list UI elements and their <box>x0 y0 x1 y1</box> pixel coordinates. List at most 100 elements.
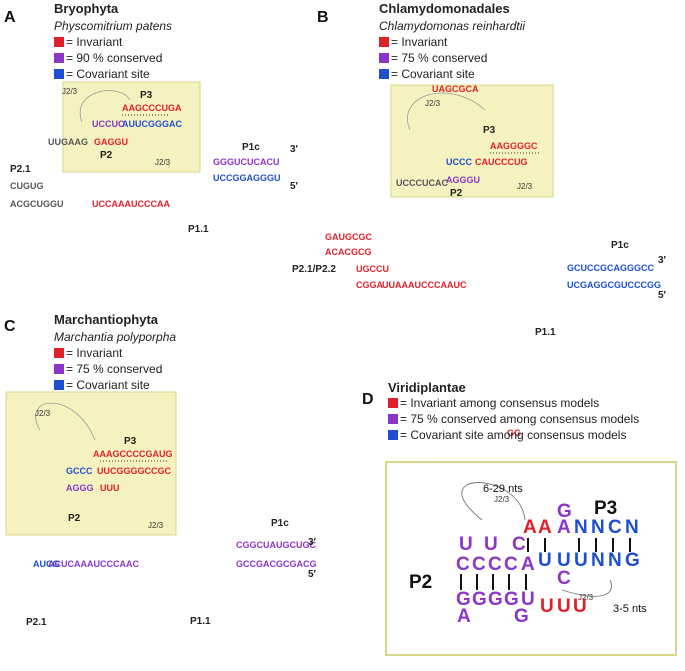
nts-bottom-label-d: 3-5 nts <box>613 603 647 615</box>
legend-covariant-c: = Covariant site <box>66 378 150 392</box>
consensus-nucleotide: A <box>557 517 571 538</box>
p1c-bottom-strand-b: UCGAGGCGUCCCGG <box>567 280 661 290</box>
p3-bottom-strand-a: AUUCGGGAC <box>122 119 182 129</box>
p3-label-d: P3 <box>594 498 617 519</box>
consensus-nucleotide: A <box>523 517 537 538</box>
consensus-nucleotide: U <box>573 596 587 617</box>
consensus-nucleotide: U <box>557 596 571 617</box>
loop-curve-a <box>79 90 131 123</box>
consensus-nucleotide: C <box>472 554 486 575</box>
consensus-nucleotide: C <box>456 554 470 575</box>
consensus-nucleotide: U <box>521 589 535 610</box>
consensus-nucleotide: G <box>472 589 487 610</box>
consensus-nucleotide: U <box>540 596 554 617</box>
legend-covariant-b: = Covariant site <box>391 67 475 81</box>
consensus-nucleotide: U <box>557 550 571 571</box>
consensus-nucleotide: C <box>488 554 502 575</box>
panel-d-title: Viridiplantae <box>388 380 466 395</box>
p11-strand-a: UCCAAAUCCCAA <box>92 199 170 209</box>
p3-bottom-strand-c: UUCGGGGCCGC <box>97 466 172 476</box>
junction-strand-b: UCCCUCAC <box>396 178 448 188</box>
p2-label-b: P2 <box>450 188 463 199</box>
p3-label-c: P3 <box>124 436 137 447</box>
legend-invariant-b: = Invariant <box>391 35 448 49</box>
legend-swatch-invariant <box>379 37 389 47</box>
j23u-curve-d <box>561 579 612 597</box>
consensus-nucleotide: U <box>459 534 473 555</box>
consensus-nucleotide: U <box>484 534 498 555</box>
p1c-label-a: P1c <box>242 142 260 153</box>
legend-swatch-covariant <box>379 69 389 79</box>
stem22-top-strand-b: GAUGCGC <box>325 232 373 242</box>
panel-b-title: Chlamydomonadales <box>379 1 510 16</box>
nts-top-label-d: 6-29 nts <box>483 483 523 495</box>
tail-strand-b: GG <box>507 428 521 438</box>
p1c-label-c: P1c <box>271 518 289 529</box>
p2-top-strand-a: UCCUC <box>92 119 125 129</box>
consensus-nucleotide: N <box>591 550 605 571</box>
consensus-nucleotide: C <box>608 517 622 538</box>
consensus-nucleotide: G <box>625 550 640 571</box>
highlight-box-a <box>62 81 201 173</box>
panel-letter-a: A <box>4 9 16 26</box>
p1c-bottom-strand-a: UCCGGAGGGU <box>213 173 281 183</box>
consensus-nucleotide: A <box>521 554 535 575</box>
legend-swatch-conserved <box>54 53 64 63</box>
panel-c-title: Marchantiophyta <box>54 312 159 327</box>
highlight-box-c <box>5 391 177 536</box>
legend-invariant-a: = Invariant <box>66 35 123 49</box>
consensus-nucleotide: C <box>557 568 571 589</box>
consensus-nucleotide: G <box>488 589 503 610</box>
panel-letter-b: B <box>317 9 329 26</box>
p21-top-strand-a: CUGUG <box>10 181 44 191</box>
p1c-top-strand-b: GCUCCGCAGGGCC <box>567 263 654 273</box>
p2-label-d: P2 <box>409 572 432 593</box>
j23d-label-a: J2/3 <box>62 87 78 96</box>
p21-label-a: P2.1 <box>10 164 31 175</box>
panel-letter-c: C <box>4 318 16 335</box>
legend-swatch-conserved <box>388 414 398 424</box>
p22-label-b: P2.1/P2.2 <box>292 264 336 275</box>
legend-covariant-d: = Covariant site among consensus models <box>400 428 626 442</box>
consensus-nucleotide: C <box>512 534 526 555</box>
legend-swatch-invariant <box>54 37 64 47</box>
consensus-nucleotide: A <box>457 606 471 627</box>
j23d-label-d: J2/3 <box>494 495 510 504</box>
legend-swatch-covariant <box>54 69 64 79</box>
p2-label-a: P2 <box>100 150 113 161</box>
end3-label-b: 3′ <box>658 255 667 266</box>
panel-b: B Chlamydomonadales Chlamydomonas reinha… <box>292 1 667 438</box>
consensus-nucleotide: G <box>557 501 572 522</box>
p1c-label-b: P1c <box>611 240 629 251</box>
loop-strand-b: UAGCGCA <box>432 84 479 94</box>
panel-d: D Viridiplantae = Invariant among consen… <box>362 380 677 656</box>
p3-bottom-strand-b: CAUCCCUG <box>475 157 528 167</box>
consensus-nucleotide: N <box>591 517 605 538</box>
p2-top-strand-c: GCCC <box>66 466 93 476</box>
consensus-nucleotide: A <box>538 517 552 538</box>
panel-c-species: Marchantia polyporpha <box>54 330 176 344</box>
j23u-label-d: J2/3 <box>578 593 594 602</box>
p3-label-a: P3 <box>140 90 153 101</box>
legend-swatch-invariant <box>54 348 64 358</box>
j23u-label-c: J2/3 <box>148 521 164 530</box>
p11-label-c: P1.1 <box>190 616 211 627</box>
left-strand-a: UUGAAG <box>48 137 88 147</box>
legend-conserved-a: = 90 % conserved <box>66 51 162 65</box>
consensus-nucleotide: G <box>456 589 471 610</box>
end5-label-c: 5′ <box>308 569 317 580</box>
p2-bottom-strand-a: GAGGU <box>94 137 128 147</box>
j23d-label-c: J2/3 <box>35 409 51 418</box>
legend-conserved-c: = 75 % conserved <box>66 362 162 376</box>
panel-a: A Bryophyta Physcomitrium patens = Invar… <box>4 1 299 235</box>
stem22-bottom-strand-b: ACACGCG <box>325 247 372 257</box>
legend-conserved-b: = 75 % conserved <box>391 51 487 65</box>
legend-invariant-c: = Invariant <box>66 346 123 360</box>
loop-curve-c <box>35 402 96 441</box>
j23d-label-b: J2/3 <box>425 99 441 108</box>
panel-a-species: Physcomitrium patens <box>54 19 172 33</box>
uuu-strand-c: UUU <box>100 483 120 493</box>
legend-swatch-covariant <box>388 430 398 440</box>
consensus-nucleotide: N <box>608 550 622 571</box>
